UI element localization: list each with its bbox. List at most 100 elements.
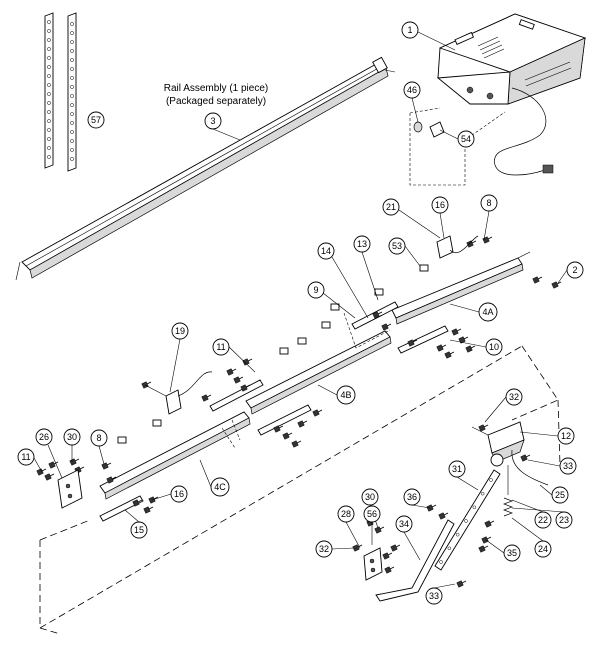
- svg-text:1: 1: [407, 25, 412, 35]
- callout-16a: 16: [431, 196, 449, 214]
- svg-text:21: 21: [386, 202, 396, 212]
- opener-motor-unit-part: [436, 13, 587, 105]
- leader-lines: [33, 31, 568, 589]
- callout-14: 14: [317, 242, 335, 260]
- callout-32b: 32: [315, 540, 333, 558]
- splice-bracket-parts: [99, 301, 449, 522]
- svg-text:16: 16: [174, 489, 184, 499]
- bushing-part: [413, 121, 423, 133]
- header-bracket-part: [57, 469, 83, 509]
- spring-part: [503, 465, 513, 517]
- callout-15: 15: [130, 521, 148, 539]
- svg-text:56: 56: [367, 509, 377, 519]
- rail-section-4b-part: [245, 330, 392, 415]
- svg-text:4C: 4C: [214, 482, 226, 492]
- svg-text:25: 25: [555, 490, 565, 500]
- fastener-parts: [36, 236, 562, 588]
- svg-text:30: 30: [365, 492, 375, 502]
- svg-text:15: 15: [134, 525, 144, 535]
- rail-assembly-part: [15, 56, 396, 281]
- callout-53: 53: [388, 237, 406, 255]
- door-bracket-part: [363, 547, 383, 581]
- callout-36: 36: [403, 488, 421, 506]
- svg-text:9: 9: [313, 285, 318, 295]
- callout-2: 2: [566, 261, 584, 279]
- svg-text:32: 32: [509, 392, 519, 402]
- svg-text:13: 13: [357, 239, 367, 249]
- rail-section-4a-part: [391, 251, 531, 325]
- svg-text:33: 33: [563, 461, 573, 471]
- svg-text:46: 46: [407, 85, 417, 95]
- svg-text:19: 19: [175, 326, 185, 336]
- svg-text:14: 14: [321, 246, 331, 256]
- svg-text:2: 2: [572, 265, 577, 275]
- power-plug-part: [542, 164, 554, 174]
- rail-caption-line1: Rail Assembly (1 piece): [164, 83, 268, 94]
- straight-door-arm-part: [434, 469, 501, 571]
- callout-11b: 11: [17, 448, 35, 466]
- callout-57: 57: [87, 111, 105, 129]
- callout-22: 22: [534, 511, 552, 529]
- curved-door-arm-part: [375, 519, 455, 602]
- svg-text:4A: 4A: [482, 307, 493, 317]
- callout-4b: 4B: [336, 385, 356, 405]
- svg-text:3: 3: [210, 116, 215, 126]
- svg-text:16: 16: [435, 200, 445, 210]
- callout-32a: 32: [505, 388, 523, 406]
- callout-group: 1 57 3 46 54 21 16 8 13 53 14 2 9 4A 10 …: [17, 21, 584, 605]
- svg-text:26: 26: [39, 432, 49, 442]
- rail-caption-line2: (Packaged separately): [166, 96, 266, 107]
- svg-text:34: 34: [399, 519, 409, 529]
- callout-26: 26: [35, 428, 53, 446]
- rail-section-4c-part: [99, 411, 251, 500]
- svg-text:8: 8: [96, 433, 101, 443]
- callout-3: 3: [204, 112, 222, 130]
- callout-30a: 30: [63, 428, 81, 446]
- callout-4c: 4C: [210, 477, 230, 497]
- svg-text:22: 22: [538, 515, 548, 525]
- callout-8b: 8: [90, 429, 108, 447]
- svg-text:24: 24: [538, 544, 548, 554]
- callout-46: 46: [403, 81, 421, 99]
- svg-text:23: 23: [559, 515, 569, 525]
- callout-25: 25: [551, 486, 569, 504]
- sensor-bracket-part: [436, 235, 479, 259]
- callout-56: 56: [363, 505, 381, 523]
- callout-31: 31: [448, 460, 466, 478]
- pad-parts: [117, 264, 429, 444]
- clip-part: [429, 121, 445, 138]
- callout-1: 1: [401, 21, 419, 39]
- svg-text:11: 11: [21, 452, 30, 462]
- callout-12: 12: [557, 427, 575, 445]
- release-rope-part: [511, 449, 549, 486]
- sensor-bracket-19-part: [144, 371, 213, 415]
- svg-text:12: 12: [561, 431, 571, 441]
- callout-35: 35: [503, 544, 521, 562]
- callout-21: 21: [382, 198, 400, 216]
- callout-16b: 16: [170, 485, 188, 503]
- svg-text:35: 35: [507, 548, 517, 558]
- svg-text:30: 30: [67, 432, 77, 442]
- svg-text:32: 32: [319, 544, 329, 554]
- callout-10: 10: [485, 338, 503, 356]
- svg-text:10: 10: [489, 342, 499, 352]
- callout-19: 19: [171, 322, 189, 340]
- power-cord-part: [494, 87, 547, 176]
- callout-28: 28: [337, 505, 355, 523]
- callout-24: 24: [534, 540, 552, 558]
- callout-9: 9: [307, 281, 325, 299]
- svg-text:4B: 4B: [340, 390, 351, 400]
- svg-text:36: 36: [407, 492, 417, 502]
- trolley-part: [471, 421, 525, 467]
- svg-text:8: 8: [486, 198, 491, 208]
- svg-text:11: 11: [216, 342, 225, 352]
- callout-13: 13: [353, 235, 371, 253]
- callout-23: 23: [555, 511, 573, 529]
- callout-34: 34: [395, 515, 413, 533]
- svg-text:57: 57: [91, 115, 101, 125]
- svg-text:53: 53: [392, 241, 402, 251]
- callout-33b: 33: [425, 587, 443, 605]
- callout-8a: 8: [480, 194, 498, 212]
- svg-text:33: 33: [429, 591, 439, 601]
